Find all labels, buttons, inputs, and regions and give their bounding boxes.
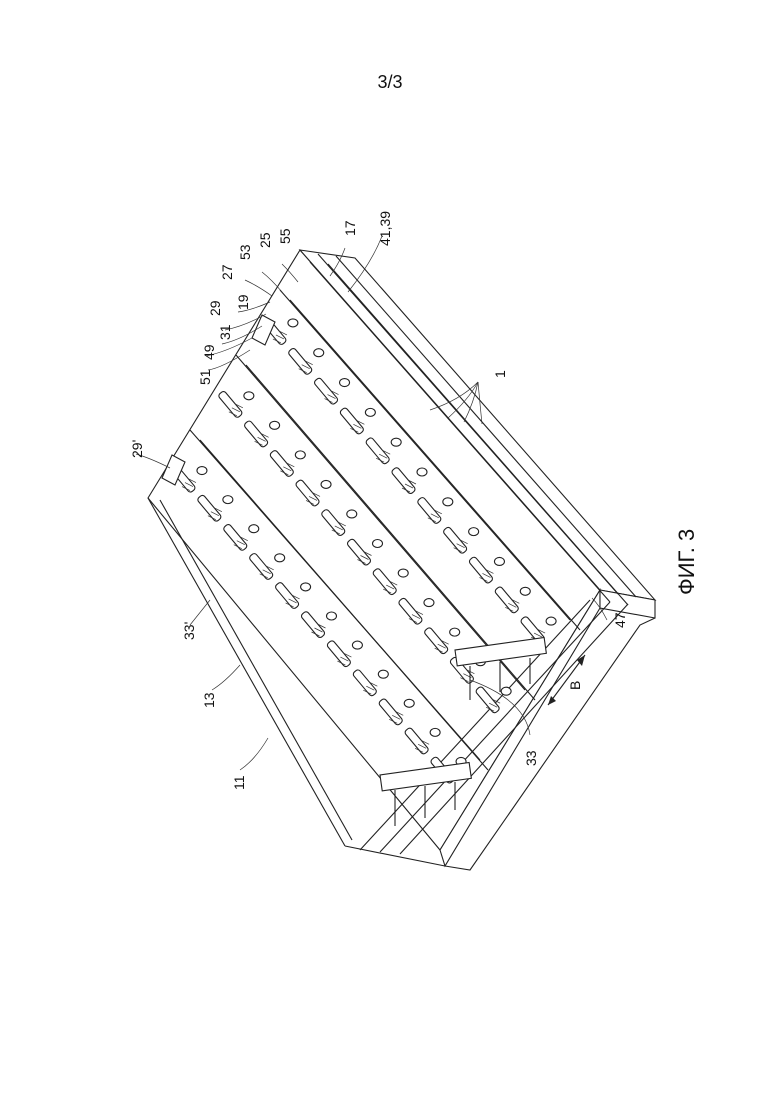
ref-label: 33': [181, 622, 197, 640]
contact-pin-head: [546, 617, 556, 625]
contact-pin-head: [391, 438, 401, 446]
contact-pin-head: [270, 421, 280, 429]
contact-pin-head: [223, 496, 233, 504]
contact-pin-head: [314, 349, 324, 357]
contact-pin-head: [469, 528, 479, 536]
contact-pin-head: [417, 468, 427, 476]
contact-pin-head: [352, 641, 362, 649]
contact-pin-head: [340, 379, 350, 387]
contact-pin-head: [404, 699, 414, 707]
contact-pin-head: [520, 587, 530, 595]
contact-pin-head: [378, 670, 388, 678]
contact-pin-head: [501, 687, 511, 695]
ref-label: 33: [523, 750, 539, 766]
ref-label: 41,39: [377, 211, 393, 246]
ref-label: 55: [277, 228, 293, 244]
contact-pin-head: [244, 392, 254, 400]
ref-label: 31: [217, 324, 233, 340]
ref-label: 49: [201, 344, 217, 360]
contact-pin-head: [494, 557, 504, 565]
ref-label: 25: [257, 232, 273, 248]
ref-label: 53: [237, 244, 253, 260]
contact-pin-head: [295, 451, 305, 459]
ref-label: 11: [231, 775, 247, 790]
contact-pin-head: [288, 319, 298, 327]
contact-pin-head: [275, 554, 285, 562]
contact-pin-head: [450, 628, 460, 636]
contact-pin-head: [327, 612, 337, 620]
contact-pin-head: [398, 569, 408, 577]
ref-label: 51: [197, 369, 213, 385]
contact-pin-head: [424, 599, 434, 607]
contact-pin-head: [443, 498, 453, 506]
contact-pin-head: [301, 583, 311, 591]
ref-label: 27: [219, 264, 235, 280]
contact-pin-head: [365, 408, 375, 416]
contact-pin-head: [321, 480, 331, 488]
ref-label: 29: [207, 300, 223, 316]
contact-pin-head: [197, 467, 207, 475]
figure-caption: ФИГ. 3: [674, 529, 699, 595]
ref-label: 29': [129, 440, 145, 458]
ref-label: 19: [235, 294, 251, 310]
contact-pin-head: [249, 525, 259, 533]
contact-pin-head: [373, 540, 383, 548]
ref-label: 47: [612, 612, 628, 628]
ref-label: 1: [492, 370, 508, 378]
ref-label: 13: [201, 692, 217, 708]
contact-pin-head: [430, 728, 440, 736]
ref-label: 17: [342, 220, 358, 236]
ref-label: В: [567, 681, 583, 690]
contact-pin-head: [347, 510, 357, 518]
